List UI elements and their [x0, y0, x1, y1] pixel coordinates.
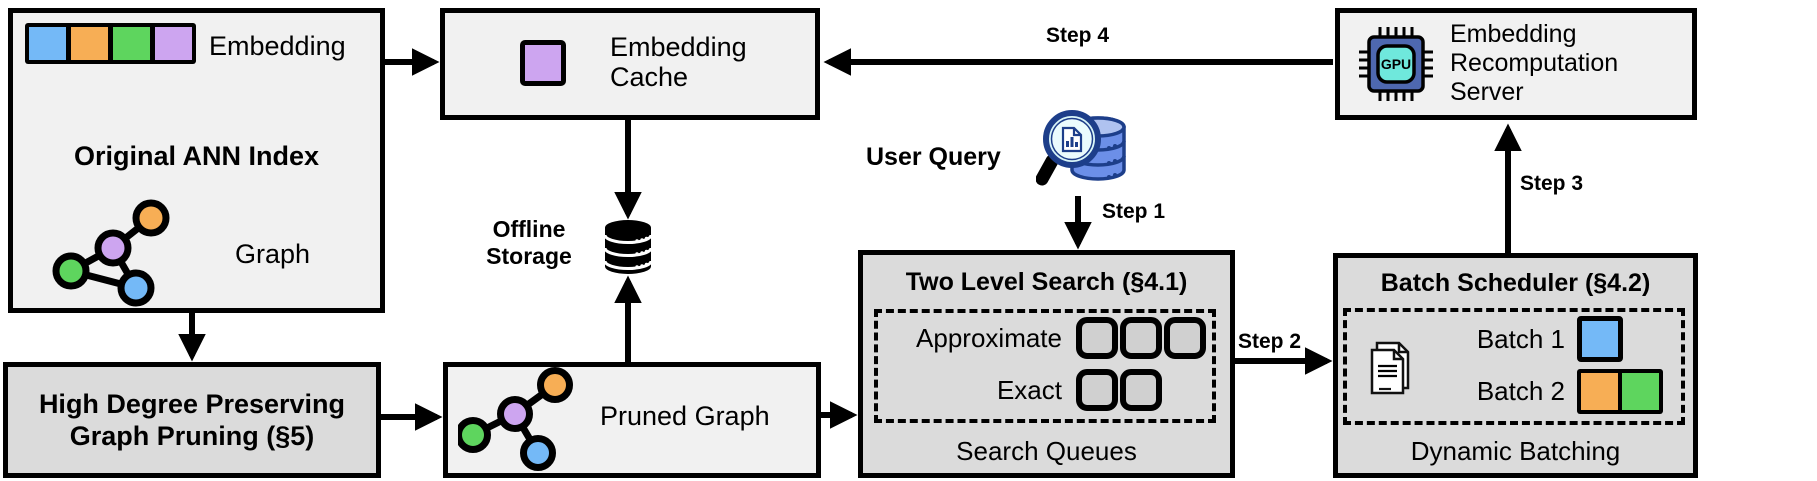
step1-label: Step 1	[1102, 200, 1166, 223]
gpu-icon: GPU	[1359, 27, 1433, 101]
step2-label: Step 2	[1238, 330, 1302, 353]
embedding-cache-box: Embedding Cache	[440, 8, 820, 120]
search-queues-label: Search Queues	[956, 436, 1137, 466]
dynamic-batching-label: Dynamic Batching	[1410, 436, 1621, 466]
dynamic-batching-panel: Batch 1 Batch 2	[1343, 308, 1685, 425]
batch2-square-orange	[1581, 373, 1618, 410]
pruned-graph-box: Pruned Graph	[443, 362, 821, 478]
batch1-label: Batch 1	[1476, 323, 1565, 354]
embedding-square-purple	[155, 27, 192, 60]
graph-label: Graph	[235, 239, 311, 269]
documents-icon	[1370, 341, 1410, 395]
batch-scheduler-title: Batch Scheduler (§4.2)	[1380, 269, 1651, 297]
embedding-vector-icon	[25, 23, 196, 64]
original-ann-index-title: Original ANN Index	[73, 141, 320, 171]
approximate-queue-slots	[1076, 317, 1206, 359]
graph-pruning-title-line2: Graph Pruning (§5)	[69, 421, 315, 451]
queue-slot	[1164, 317, 1206, 359]
offline-storage-label: Offline Storage	[486, 216, 572, 269]
approximate-label: Approximate	[916, 322, 1062, 353]
batch1-row: Batch 1	[1355, 316, 1623, 362]
embedding-label: Embedding	[209, 31, 346, 61]
batch2-label: Batch 2	[1476, 376, 1565, 406]
queue-slot	[1076, 317, 1118, 359]
batch2-row: Batch 2	[1355, 369, 1663, 414]
batch2-square-green	[1622, 373, 1659, 410]
gpu-label: GPU	[1381, 56, 1411, 72]
batch1-square-blue	[1577, 316, 1623, 362]
two-level-search-box: Two Level Search (§4.1) Approximate Exac…	[858, 250, 1235, 478]
step4-label: Step 4	[1045, 24, 1110, 47]
original-graph-icon	[52, 199, 170, 307]
queue-slot	[1120, 369, 1162, 411]
batch2-squares	[1577, 369, 1663, 414]
user-query-label: User Query	[866, 143, 1001, 171]
exact-label: Exact	[996, 374, 1062, 405]
recomputation-server-box: GPU Embedding Recomputation Server	[1335, 8, 1697, 120]
embedding-square-green	[113, 27, 150, 60]
embedding-cache-label: Embedding Cache	[610, 32, 747, 92]
step3-label: Step 3	[1520, 172, 1584, 195]
queue-slot	[1076, 369, 1118, 411]
graph-pruning-box: High Degree Preserving Graph Pruning (§5…	[3, 362, 381, 478]
recomputation-server-label: Embedding Recomputation Server	[1450, 20, 1619, 106]
graph-pruning-title-line1: High Degree Preserving	[38, 389, 346, 419]
pruned-graph-label: Pruned Graph	[600, 401, 770, 431]
search-queues-panel: Approximate Exact	[874, 309, 1216, 423]
embedding-square-blue	[29, 27, 66, 60]
approximate-queue-row: Approximate	[886, 317, 1206, 359]
queue-slot	[1120, 317, 1162, 359]
embedding-square-orange	[71, 27, 108, 60]
two-level-search-title: Two Level Search (§4.1)	[905, 268, 1188, 296]
cached-embedding-square	[520, 40, 566, 86]
database-icon	[603, 220, 653, 274]
user-query-icon	[1036, 110, 1126, 186]
exact-queue-slots	[1076, 369, 1162, 411]
pruned-graph-icon	[458, 367, 573, 471]
original-ann-index-box: Embedding Original ANN Index Graph	[8, 8, 385, 313]
exact-queue-row: Exact	[886, 369, 1162, 411]
batch-scheduler-box: Batch Scheduler (§4.2) Batch 1 Batch 2	[1333, 253, 1698, 478]
